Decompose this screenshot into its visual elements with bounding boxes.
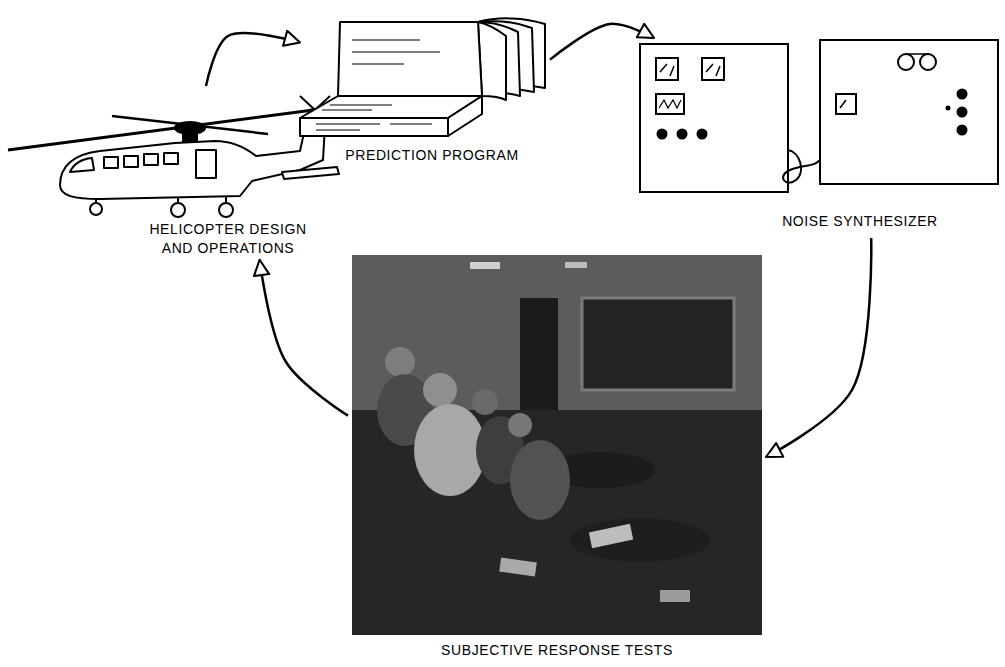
cycle-arrow [260,260,348,416]
node-label: NOISE SYNTHESIZER [782,212,938,231]
cycle-arrow [766,238,871,457]
meter-needle [840,100,846,108]
chair [570,518,710,562]
book-side-face [448,96,482,136]
person-body [510,440,570,520]
cabin-window [164,153,178,164]
text-line [352,39,420,40]
knob [958,108,967,117]
person-head [472,389,498,415]
knob [958,126,967,135]
equipment-panel [820,40,998,184]
person-head [385,347,415,377]
cycle-arrow [550,24,654,60]
ceiling-light [565,262,587,268]
text-line [352,63,404,64]
test-room-photo [352,255,762,635]
equipment-panel [640,44,788,192]
node-label: SUBJECTIVE RESPONSE TESTS [441,641,673,660]
cycle-arrow [206,33,300,86]
meter-needle [660,64,674,76]
knob [678,130,687,139]
cockpit-window [70,158,94,172]
book-cover [338,22,482,96]
knob [947,107,950,110]
photo-ground [352,255,762,635]
main-rotor-blade [112,116,268,134]
cabin-window [104,157,118,168]
tape-reel [920,54,936,70]
wheel [219,203,233,217]
horizontal-stabilizer [282,167,339,179]
knob [658,130,667,139]
text-line [316,129,360,130]
illustrated-node: NOISE SYNTHESIZER [632,38,1000,238]
scope-trace [659,100,681,108]
cabin-window [144,154,158,165]
person-head [423,373,457,407]
person-head [508,413,532,437]
blackboard [582,298,734,390]
meter-needle [706,64,720,76]
tape [906,53,928,55]
book-illustration [300,18,545,136]
text-line [330,104,392,105]
node-label: PREDICTION PROGRAM [345,146,518,165]
meter [836,94,856,114]
wheel [90,203,102,215]
synthesizer-illustration [640,40,998,192]
answer-sheet [660,590,690,602]
illustrated-node: HELICOPTER DESIGN AND OPERATIONS [5,86,340,260]
knob [698,130,707,139]
book-text-lines [316,40,440,130]
meter [702,58,724,80]
scope-display [656,94,684,114]
cabin-window [124,156,138,167]
wheel [171,203,185,217]
tape-reel [898,54,914,70]
illustrated-node: PREDICTION PROGRAM [300,8,550,180]
person-body [414,404,486,496]
connecting-cable [783,150,820,183]
text-line [322,109,372,110]
text-line [316,123,380,124]
answer-sheet [589,524,633,548]
knob [958,90,967,99]
illustrated-node: SUBJECTIVE RESPONSE TESTS [348,250,766,664]
text-line [390,123,432,124]
ceiling-light [470,262,500,269]
answer-sheet [499,558,537,577]
rotor-hub [175,122,205,134]
node-label: HELICOPTER DESIGN AND OPERATIONS [133,220,323,258]
text-line [352,51,440,52]
cabin-door [196,150,216,178]
door [520,298,558,410]
book-front-face [300,118,448,136]
helicopter-fuselage [60,108,326,199]
meter [656,58,678,80]
